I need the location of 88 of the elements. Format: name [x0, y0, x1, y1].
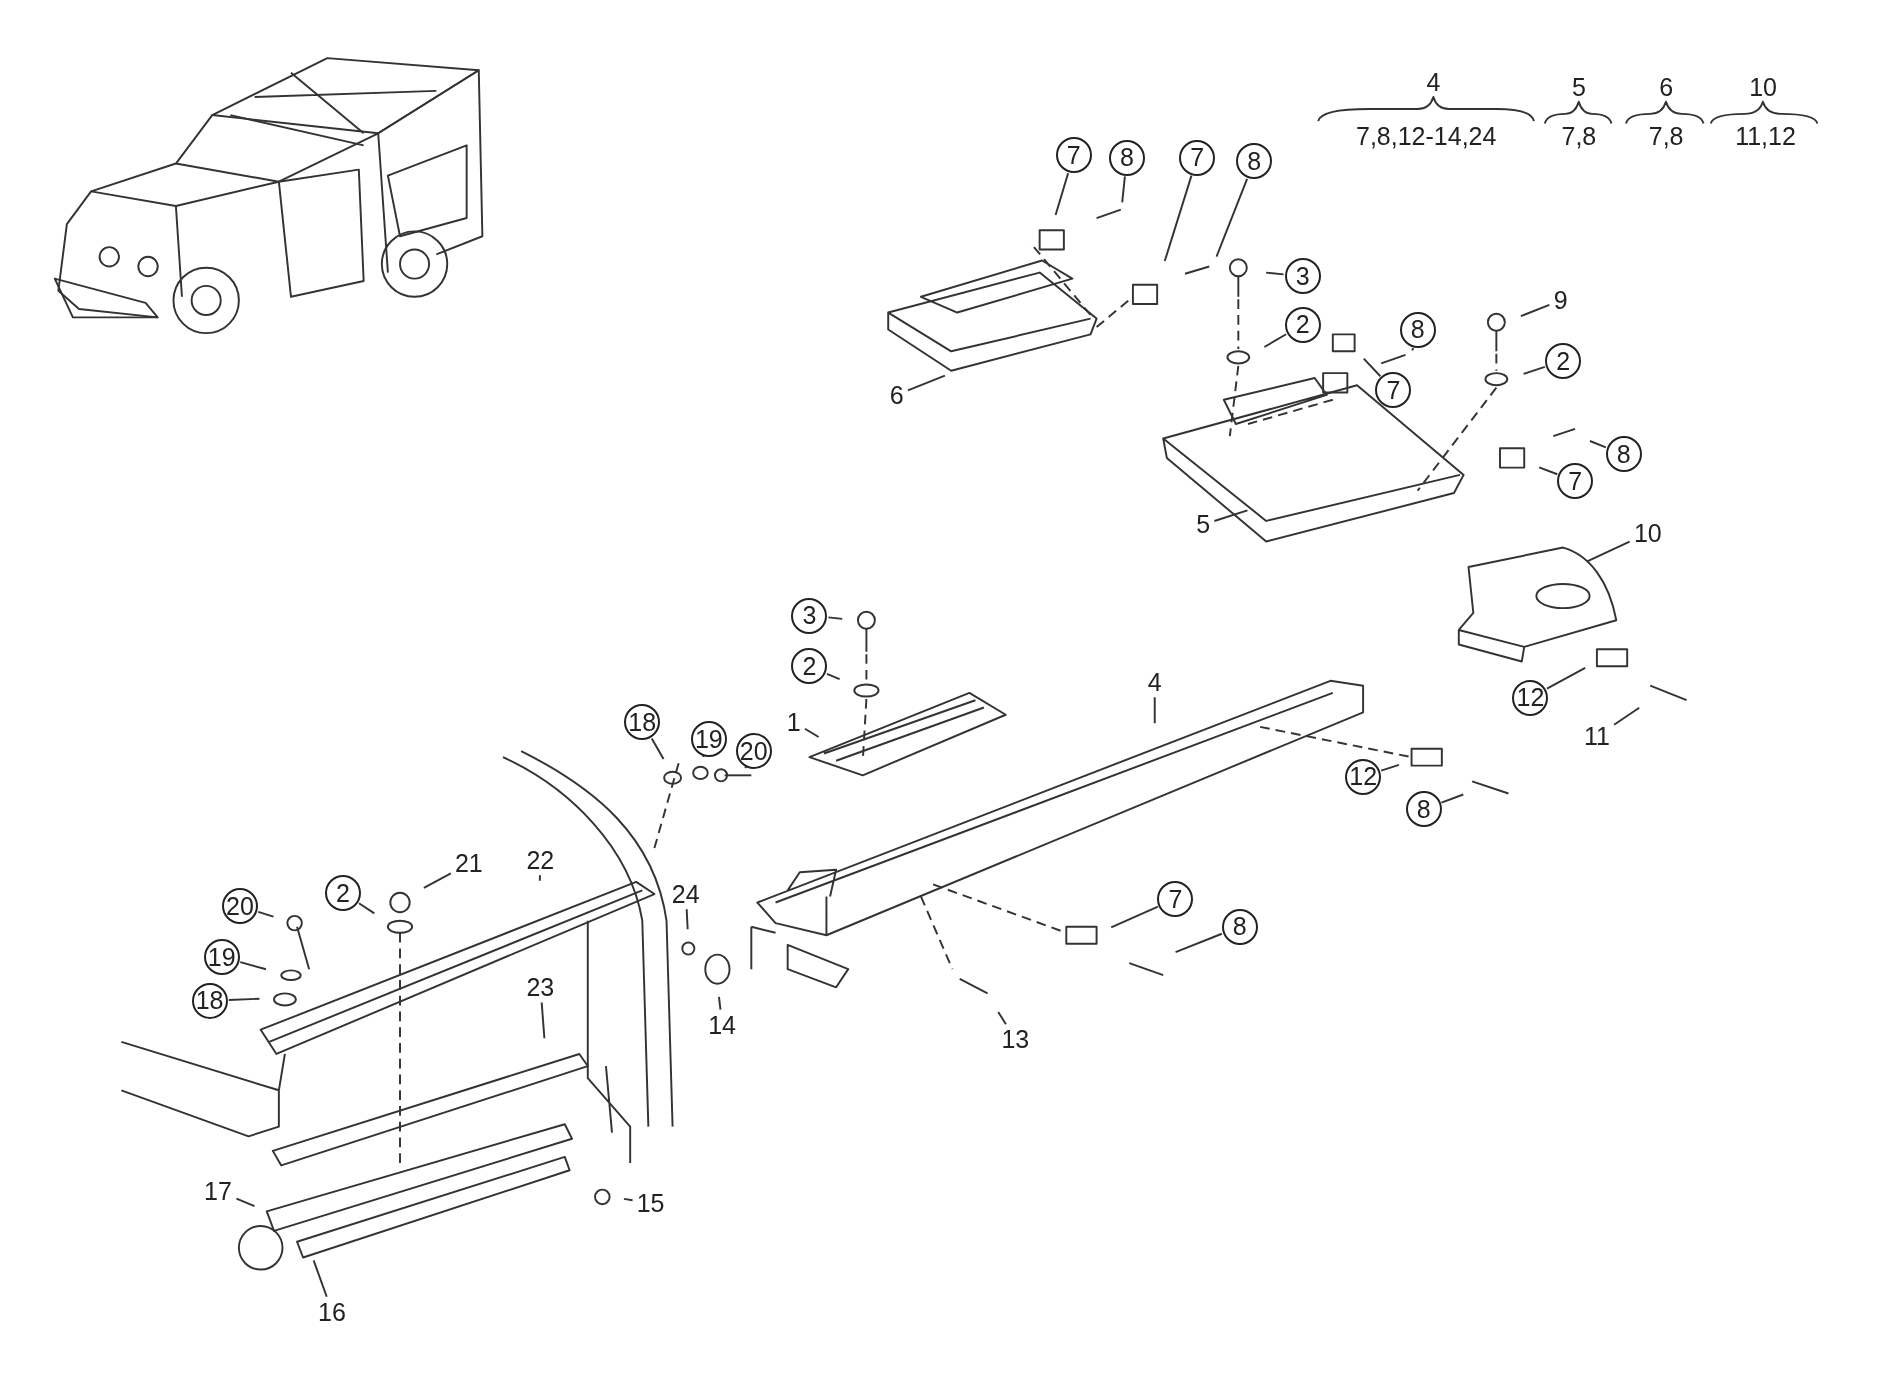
leader-line [1163, 174, 1193, 263]
leader-line [235, 1197, 256, 1208]
leader-line [1522, 365, 1546, 375]
callout-number: 2 [324, 875, 361, 912]
callout-number: 5 [1193, 510, 1214, 539]
callout-number: 14 [705, 1011, 739, 1040]
leader-line [312, 1259, 328, 1298]
callout-number: 20 [735, 733, 772, 770]
callout-number: 2 [1284, 306, 1321, 343]
leader-line [227, 997, 261, 1001]
callout-number: 17 [201, 1177, 235, 1206]
callout-number: 10 [1749, 74, 1777, 100]
leader-line [1121, 175, 1126, 204]
callout-number: 8 [1236, 143, 1273, 180]
leader-line [1054, 172, 1070, 216]
callout-number: 8 [1405, 791, 1442, 828]
leader-line [257, 910, 275, 918]
callout-number: 7 [1375, 372, 1412, 409]
callout-number: 8 [1221, 908, 1258, 945]
leader-line [1440, 793, 1465, 804]
leader-line [1538, 466, 1559, 476]
callout-number: 6 [1659, 74, 1674, 100]
leader-line [1213, 509, 1249, 522]
leader-line [685, 908, 689, 931]
callout-number: 18 [624, 704, 661, 741]
callout-number: 7 [1157, 881, 1194, 918]
leader-line [623, 1197, 634, 1202]
callout-number: 15 [633, 1189, 668, 1218]
leader-line [422, 872, 452, 889]
callout-number: 6 [886, 381, 907, 409]
leader-line [1110, 905, 1159, 929]
callout-number: 18 [191, 982, 228, 1019]
leader-line [650, 737, 665, 760]
leader-line [1174, 932, 1223, 954]
callout-number: 4 [1426, 69, 1441, 95]
leader-line [540, 1001, 546, 1040]
leader-line [1546, 666, 1587, 690]
leader-line [906, 374, 946, 392]
callout-number: 12 [1512, 679, 1549, 716]
callout-number: 23 [523, 973, 558, 1002]
leader-line [1588, 440, 1607, 449]
callout-number: 7 [1557, 463, 1594, 500]
leader-line [825, 672, 841, 681]
leader-line [239, 961, 267, 971]
leader-line [1411, 346, 1414, 352]
callout-number: 20 [221, 888, 258, 925]
callout-number: 11 [1581, 722, 1613, 751]
leader-line [1215, 177, 1249, 258]
callout-number: 3 [1284, 258, 1321, 295]
callout-number: 2 [1545, 343, 1582, 380]
leader-line [827, 616, 844, 620]
leader-line [1519, 303, 1551, 318]
callout-number: 10 [1630, 519, 1665, 548]
callout-number: 2 [791, 648, 828, 685]
callout-number: 12 [1345, 758, 1382, 795]
leader-line [1362, 357, 1382, 378]
callout-number: 5 [1571, 74, 1586, 100]
callout-number: 8 [1108, 139, 1145, 176]
callout-number: 8 [1399, 311, 1436, 348]
leader-line [1263, 333, 1288, 348]
leader-line [718, 995, 722, 1011]
callout-number: 9 [1550, 286, 1571, 315]
leader-line [1265, 271, 1285, 276]
callout-number: 24 [668, 880, 703, 909]
callout-number: 19 [690, 721, 727, 758]
leader-line [803, 727, 820, 738]
reference-numbers: 11,12 [1735, 123, 1796, 149]
callout-number: 8 [1605, 436, 1642, 473]
leader-line [1153, 696, 1156, 725]
callout-number: 22 [523, 846, 558, 875]
reference-numbers: 7,8 [1648, 123, 1684, 149]
leader-line [357, 902, 376, 915]
reference-numbers: 7,8,12-14,24 [1356, 123, 1497, 149]
callout-number: 13 [998, 1025, 1033, 1054]
leader-line [997, 1011, 1007, 1026]
callout-number: 1 [783, 708, 804, 737]
leader-line [1613, 706, 1641, 726]
callout-number: 19 [203, 939, 240, 976]
callout-number: 16 [315, 1298, 349, 1327]
callout-number: 7 [1179, 139, 1216, 176]
reference-numbers: 7,8 [1561, 123, 1597, 149]
callout-number: 3 [791, 597, 828, 634]
callout-number: 7 [1055, 137, 1092, 174]
callout-number: 21 [451, 849, 486, 878]
callout-number: 4 [1144, 668, 1165, 697]
leader-line [1380, 763, 1400, 772]
leader-line [538, 874, 541, 882]
leader-line [1586, 540, 1631, 563]
